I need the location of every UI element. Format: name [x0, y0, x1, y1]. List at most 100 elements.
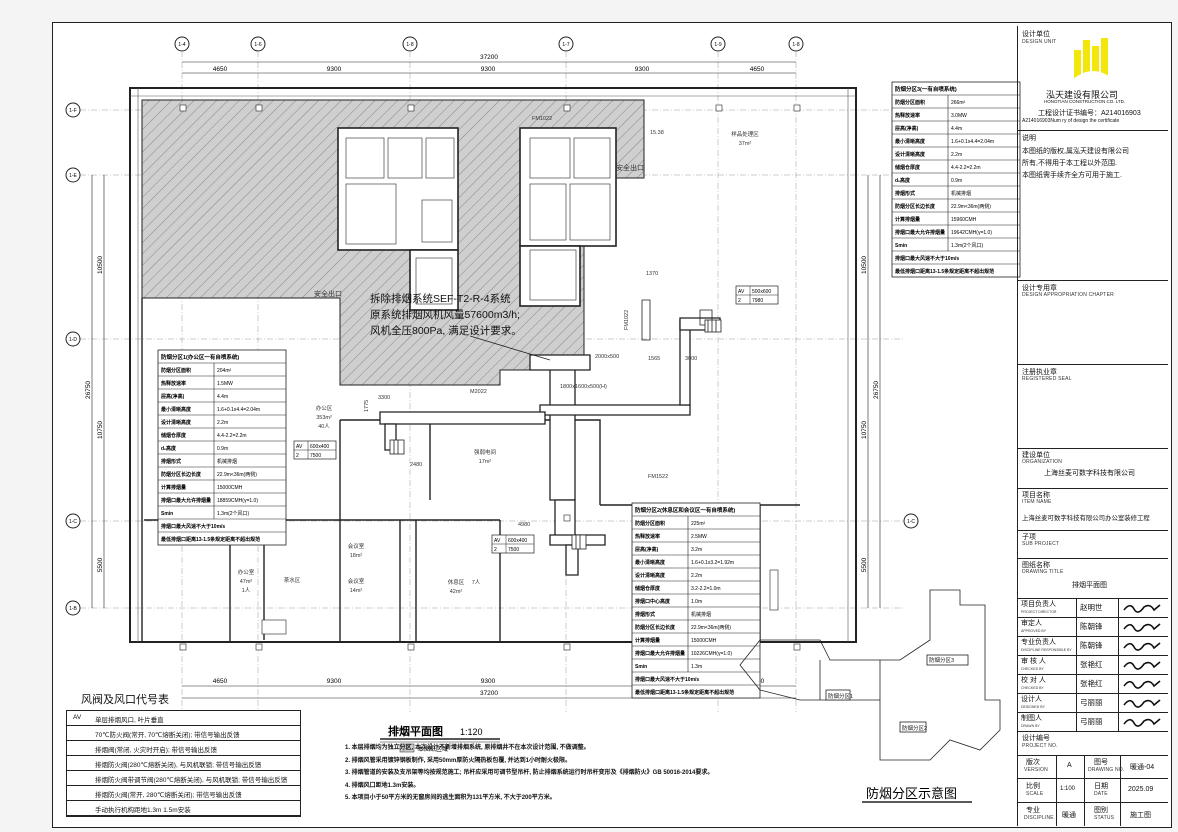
zone-table-key: 最低排烟口距离13-1.5条规定距离不超出规范: [635, 689, 734, 696]
item-label-en: ITEM NAME: [1022, 499, 1052, 505]
zone-table-value: 1.6+0.1x3.2=1.92m: [691, 560, 734, 566]
dim-top: 9300: [635, 66, 650, 73]
zone-table-value: 1.5MW: [217, 381, 233, 387]
partition-label: 防烟分区1: [828, 692, 853, 700]
axis-bubble-top: 1-4: [174, 36, 190, 52]
svg-text:1-4: 1-4: [178, 42, 185, 48]
room-name: 强弱电间: [474, 448, 496, 456]
scale-label-en: SCALE: [1026, 791, 1044, 797]
dim-label: 2480: [410, 462, 422, 468]
dim-right-total: 26750: [873, 381, 880, 399]
project-code-label: 设计编号: [1022, 735, 1050, 742]
zone-table-key: 最小清晰高度: [161, 406, 192, 413]
legend-desc: 排烟防火阀(常开, 280℃熔断关闭); 带信号输出反馈: [95, 792, 242, 799]
zone-table-key: 排烟形式: [635, 611, 655, 618]
zone-table-key: 热释放速率: [635, 533, 660, 540]
staff-role-en: DISCIPLINE RESPONSIBLE BY: [1021, 648, 1072, 652]
av-tag-text: AV: [494, 538, 501, 544]
staff-role: 专业负责人: [1021, 639, 1056, 646]
zone-table-key: Smin: [161, 511, 173, 517]
staff-name: 张艳红: [1080, 679, 1103, 688]
zone-table-value: 3.0MW: [951, 113, 967, 119]
svg-text:原系统排烟风机风量57600m3/h;: 原系统排烟风机风量57600m3/h;: [370, 308, 520, 321]
dim-left-total: 26750: [85, 381, 92, 399]
legend-row: 排烟防火阀带调节阀(280℃熔断关闭), 与风机联锁; 带信号输出反馈: [67, 771, 300, 786]
zone-table-key: 计算排烟量: [161, 484, 186, 491]
zone-table-key: 排烟口中心高度: [635, 598, 671, 605]
av-tag-text: 7980: [752, 298, 763, 304]
drawing-no-value: 暖通-04: [1130, 764, 1155, 771]
organization-label-en: ORGANIZATION: [1022, 459, 1063, 465]
zone-table-value: 19642CMH(γ=1.0): [951, 230, 992, 236]
appropriation-label: 设计专用章: [1022, 285, 1057, 292]
zone-table-value: 1.3m(2个风口): [951, 243, 984, 249]
safe-exit-label: 安全出口: [314, 289, 342, 298]
zone-table-key: dₛ高度: [161, 445, 177, 452]
signature-mark: [1123, 661, 1161, 670]
zone-table-value: 1.3m: [691, 664, 702, 670]
zone-table-key: 排烟口最大风速不大于10m/s: [635, 676, 699, 683]
core-rooms: [337, 127, 617, 311]
zone-table-key: 排烟口最大风速不大于10m/s: [161, 523, 225, 530]
svg-text:拆除排烟系统SEF-T2-R-4系统: 拆除排烟系统SEF-T2-R-4系统: [370, 292, 511, 305]
scale-label: 比例: [1026, 783, 1040, 790]
zone-table-key: 排烟口最大允许排烟量: [895, 229, 945, 236]
zone-table-key: 热释放速率: [161, 380, 186, 387]
svg-text:1-C: 1-C: [69, 519, 77, 525]
axis-grid-top: 1-4 1-6 1-8 1-7 1-9 1-8: [174, 36, 804, 52]
legend-desc: 70℃防火阀(常开, 70℃熔断关闭); 带信号输出反馈: [95, 732, 240, 739]
door-tag: FM1522: [648, 474, 668, 480]
room-name: 休息区: [448, 578, 465, 586]
axis-bubble-right: 1-C: [903, 513, 919, 529]
zone-table-value: 机械排烟: [217, 458, 237, 465]
dim-top: 9300: [481, 66, 496, 73]
staff-name: 弓丽丽: [1080, 717, 1103, 726]
zone-table-value: 18859CMH(γ=1.0): [217, 498, 258, 504]
zone-table-key: 储烟仓厚度: [635, 585, 661, 592]
zone-table-value: 1.3m(2个风口): [217, 511, 250, 517]
drawing-no-label-en: DRAWING NO.: [1088, 767, 1125, 773]
dim-label: 3300: [378, 395, 390, 401]
legend-title: 风阀及风口代号表: [81, 694, 169, 706]
axis-bubble-top: 1-9: [710, 36, 726, 52]
zone-table-key: 最小清晰高度: [895, 138, 926, 145]
dim-top: 4650: [750, 66, 765, 73]
zone-table-value: 0.9m: [951, 178, 962, 184]
project-code-section: 设计编号 PROJECT NO.: [1018, 731, 1168, 756]
plan-title: 排烟平面图 1:120 本图纸区域: [380, 724, 500, 753]
legend-row: 排烟防火阀(常开, 280℃熔断关闭); 带信号输出反馈: [67, 786, 300, 801]
svg-text:1-E: 1-E: [69, 173, 77, 179]
av-tag-text: AV: [738, 289, 745, 295]
item-section: 项目名称 ITEM NAME 上海丝麦可数字科技有限公司办公室装修工程: [1018, 488, 1168, 531]
room-area: 14m²: [350, 588, 363, 594]
sub-project-section: 子项 SUB PROJECT: [1018, 530, 1168, 559]
dim-bottom: 4650: [213, 678, 228, 685]
room-area: 47m²: [240, 579, 253, 585]
design-unit-label: 设计单位: [1022, 31, 1050, 38]
axis-bubble-top: 1-8: [788, 36, 804, 52]
notes-line: 所有,不得用于本工程以外范围.: [1022, 160, 1117, 167]
zone-table-key: 层高(净高): [894, 125, 919, 132]
staff-role-en: CHECKED BY: [1021, 667, 1044, 671]
staff-role-en: PROJECT DIRECTOR: [1021, 610, 1057, 614]
zone-table-value: 2.2m: [217, 420, 228, 426]
dim-total-top: 37200: [480, 54, 498, 61]
svg-text:1-7: 1-7: [562, 42, 569, 48]
zone-table-value: 225m²: [691, 521, 706, 527]
partition-label: 防烟分区2: [902, 724, 927, 732]
room-occupancy: 7人: [472, 579, 481, 586]
axis-bubble-left: 1-E: [65, 167, 81, 183]
drawing-title-label: 图纸名称: [1022, 562, 1050, 569]
zone-table-key: 防烟分区长边长度: [161, 471, 202, 478]
building-outline: [129, 87, 857, 643]
axis-bubble-top: 1-7: [558, 36, 574, 52]
date-value: 2025.09: [1128, 786, 1154, 793]
room-name: 会议室: [348, 542, 365, 550]
